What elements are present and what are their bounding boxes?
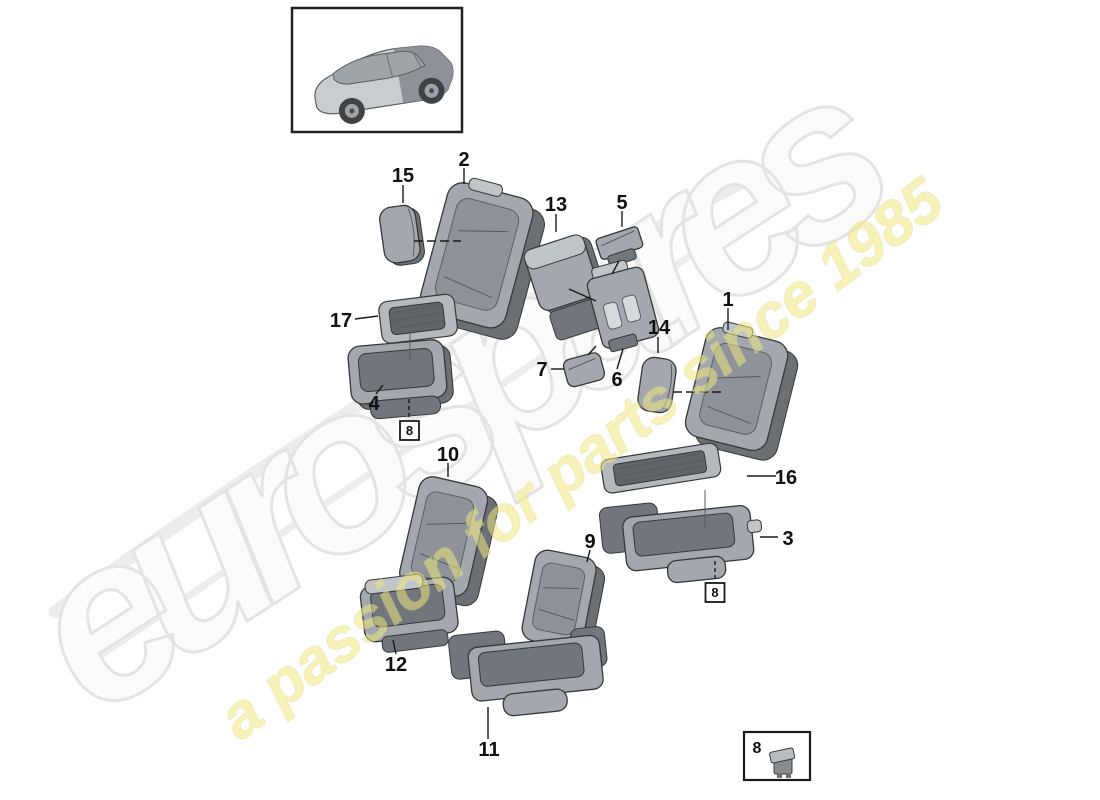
part-label-10[interactable]: 10 xyxy=(437,444,459,466)
part-label-14[interactable]: 14 xyxy=(648,317,671,339)
vehicle-thumbnail xyxy=(290,6,464,134)
vehicle-illustration-icon xyxy=(314,45,454,124)
part-label-6[interactable]: 6 xyxy=(611,369,622,391)
part-label-7[interactable]: 7 xyxy=(536,359,547,381)
clip-icon xyxy=(769,747,796,778)
part-labels: 15 2 13 5 17 7 6 14 1 4 10 12 9 11 16 3 xyxy=(330,149,797,761)
clip-ref-label[interactable]: 8 xyxy=(406,423,413,438)
part-16-seat-pad[interactable] xyxy=(600,442,722,494)
part-label-1[interactable]: 1 xyxy=(722,289,733,311)
part-label-2[interactable]: 2 xyxy=(458,149,469,171)
part-13-armrest[interactable] xyxy=(522,231,616,343)
part-label-13[interactable]: 13 xyxy=(545,194,567,216)
part-label-11[interactable]: 11 xyxy=(478,739,499,761)
part-label-9[interactable]: 9 xyxy=(584,531,595,553)
part-label-3[interactable]: 3 xyxy=(782,528,793,550)
part-12-seat-cover[interactable] xyxy=(358,570,460,655)
clip-ref-box-right[interactable]: 8 xyxy=(704,582,726,603)
part-1-backrest[interactable] xyxy=(681,318,805,463)
part-7-bracket[interactable] xyxy=(562,351,606,388)
part-14-side-pad[interactable] xyxy=(636,356,677,414)
part-label-16[interactable]: 16 xyxy=(775,467,797,489)
part-4-seat-cushion[interactable] xyxy=(347,338,455,421)
part-15-pad[interactable] xyxy=(378,203,426,267)
clip-ref-box-left[interactable]: 8 xyxy=(399,420,420,441)
part-11-seat-cover[interactable] xyxy=(448,620,612,722)
clip-legend-label[interactable]: 8 xyxy=(753,740,762,757)
leader-lines xyxy=(354,168,778,739)
part-label-4[interactable]: 4 xyxy=(368,393,380,415)
part-label-17[interactable]: 17 xyxy=(330,310,352,332)
clip-ref-label[interactable]: 8 xyxy=(711,585,718,600)
part-label-15[interactable]: 15 xyxy=(392,165,414,187)
part-17-seat-pad[interactable] xyxy=(378,293,459,344)
part-label-5[interactable]: 5 xyxy=(616,192,627,214)
part-label-12[interactable]: 12 xyxy=(385,654,407,676)
part-2-backrest[interactable] xyxy=(415,172,552,342)
part-6-armrest-frame[interactable] xyxy=(583,256,661,354)
clip-legend-box[interactable]: 8 xyxy=(742,730,812,782)
part-3-seat-cushion[interactable] xyxy=(598,492,767,590)
